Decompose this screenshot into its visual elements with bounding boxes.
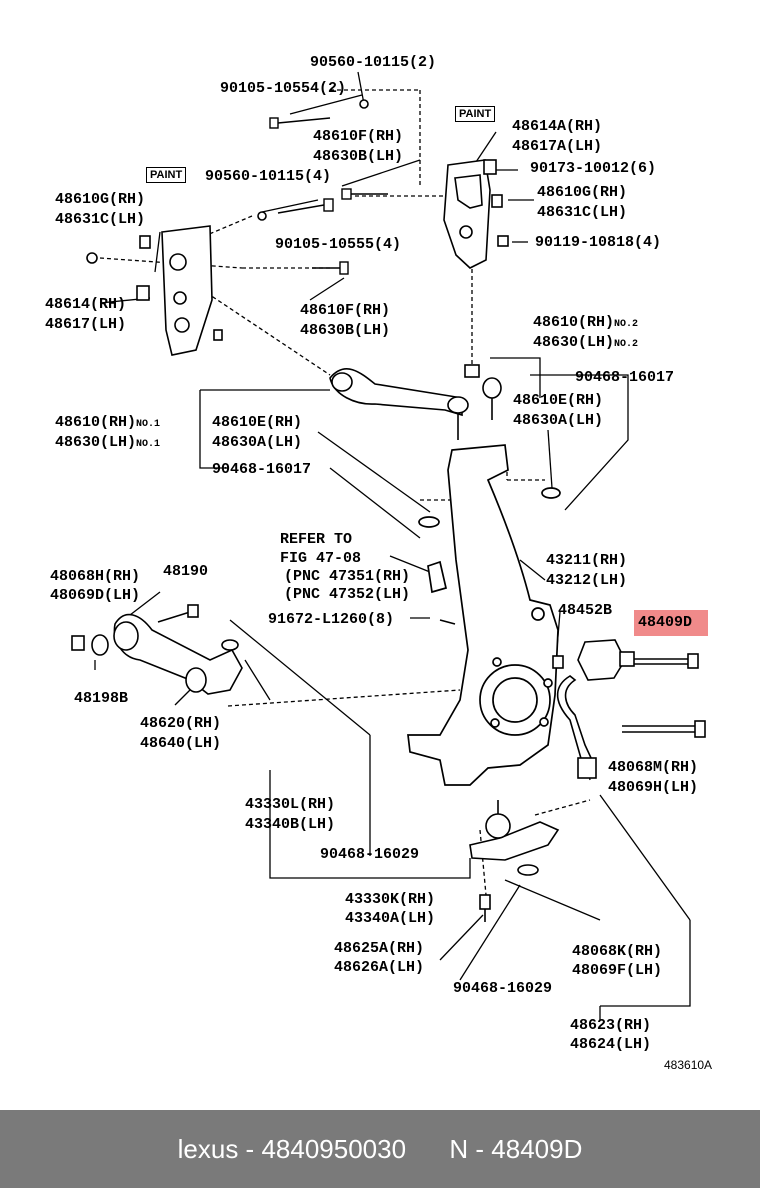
label-90468-16017-right: 90468-16017 — [575, 369, 674, 386]
figure-code: 483610A — [664, 1058, 713, 1072]
label-48630b-lh-mid: 48630B(LH) — [300, 322, 390, 339]
highlight-48409d — [634, 610, 708, 636]
label-90468-16017-left: 90468-16017 — [212, 461, 311, 478]
label-43211-rh: 43211(RH) — [546, 552, 627, 569]
label-48626a-lh: 48626A(LH) — [334, 959, 424, 976]
label-48069d-lh: 48069D(LH) — [50, 587, 140, 604]
label-48198b: 48198B — [74, 690, 128, 707]
label-refer-to: REFER TO — [280, 531, 352, 548]
label-48610g-rh-left: 48610G(RH) — [55, 191, 145, 208]
label-48610-rh-no2: 48610(RH)NO.2 — [533, 314, 638, 331]
paint-tag-left: PAINT — [146, 167, 187, 183]
label-48069h-lh: 48069H(LH) — [608, 779, 698, 796]
label-48614a-rh: 48614A(RH) — [512, 118, 602, 135]
paint-tag-right: PAINT — [455, 106, 496, 122]
label-91672-l1260: 91672-L1260(8) — [268, 611, 394, 628]
label-48068m-rh: 48068M(RH) — [608, 759, 698, 776]
label-90560-10115-4: 90560-10115(4) — [205, 168, 331, 185]
label-48617a-lh: 48617A(LH) — [512, 138, 602, 155]
label-48624-lh: 48624(LH) — [570, 1036, 651, 1053]
label-pnc-47351: (PNC 47351(RH) — [284, 568, 410, 585]
label-43330k-rh: 43330K(RH) — [345, 891, 435, 908]
label-90468-16029-upper: 90468-16029 — [320, 846, 419, 863]
label-90173-10012: 90173-10012(6) — [530, 160, 656, 177]
label-pnc-47352: (PNC 47352(LH) — [284, 586, 410, 603]
label-48068h-rh: 48068H(RH) — [50, 568, 140, 585]
footer-pnc: 48409D — [491, 1133, 583, 1164]
label-48630b-lh-top: 48630B(LH) — [313, 148, 403, 165]
label-48617-lh: 48617(LH) — [45, 316, 126, 333]
label-48190: 48190 — [163, 563, 208, 580]
label-48625a-rh: 48625A(RH) — [334, 940, 424, 957]
footer-separator: - — [238, 1133, 262, 1164]
label-48614-rh: 48614(RH) — [45, 296, 126, 313]
label-43330l-rh: 43330L(RH) — [245, 796, 335, 813]
footer-gap — [406, 1134, 449, 1165]
footer-brand: lexus — [177, 1133, 239, 1164]
label-90468-16029-lower: 90468-16029 — [453, 980, 552, 997]
label-48640-lh: 48640(LH) — [140, 735, 221, 752]
footer-separator-2: - — [468, 1133, 492, 1164]
label-43340b-lh: 43340B(LH) — [245, 816, 335, 833]
label-48610f-rh-top: 48610F(RH) — [313, 128, 403, 145]
label-48069f-lh: 48069F(LH) — [572, 962, 662, 979]
label-48630a-lh-right: 48630A(LH) — [513, 412, 603, 429]
label-90560-10115-2: 90560-10115(2) — [310, 54, 436, 71]
label-48630-lh-no2: 48630(LH)NO.2 — [533, 334, 638, 351]
label-48610-rh-no1: 48610(RH)NO.1 — [55, 414, 160, 431]
label-48630-lh-no1: 48630(LH)NO.1 — [55, 434, 160, 451]
label-48610e-rh-left: 48610E(RH) — [212, 414, 302, 431]
label-48068k-rh: 48068K(RH) — [572, 943, 662, 960]
label-48409d: 48409D — [638, 614, 693, 631]
label-48610g-rh-right: 48610G(RH) — [537, 184, 627, 201]
label-43340a-lh: 43340A(LH) — [345, 910, 435, 927]
label-90105-10554: 90105-10554(2) — [220, 80, 346, 97]
footer-part-number: 4840950030 — [261, 1133, 407, 1164]
label-48452b: 48452B — [558, 602, 612, 619]
label-48610e-rh-right: 48610E(RH) — [513, 392, 603, 409]
label-43212-lh: 43212(LH) — [546, 572, 627, 589]
label-48610f-rh-mid: 48610F(RH) — [300, 302, 390, 319]
label-90105-10555: 90105-10555(4) — [275, 236, 401, 253]
label-48620-rh: 48620(RH) — [140, 715, 221, 732]
footer-bar: lexus - 4840950030 N - 48409D — [0, 1110, 760, 1188]
label-48623-rh: 48623(RH) — [570, 1017, 651, 1034]
label-48631c-lh-left: 48631C(LH) — [55, 211, 145, 228]
label-48630a-lh-left: 48630A(LH) — [212, 434, 302, 451]
footer-pnc-prefix: N — [449, 1133, 469, 1164]
suspension-parts-diagram: 90560-10115(2) 90105-10554(2) 48610F(RH)… — [45, 54, 706, 1053]
label-90119-10818: 90119-10818(4) — [535, 234, 661, 251]
label-fig-47-08: FIG 47-08 — [280, 550, 361, 567]
label-48631c-lh-right: 48631C(LH) — [537, 204, 627, 221]
